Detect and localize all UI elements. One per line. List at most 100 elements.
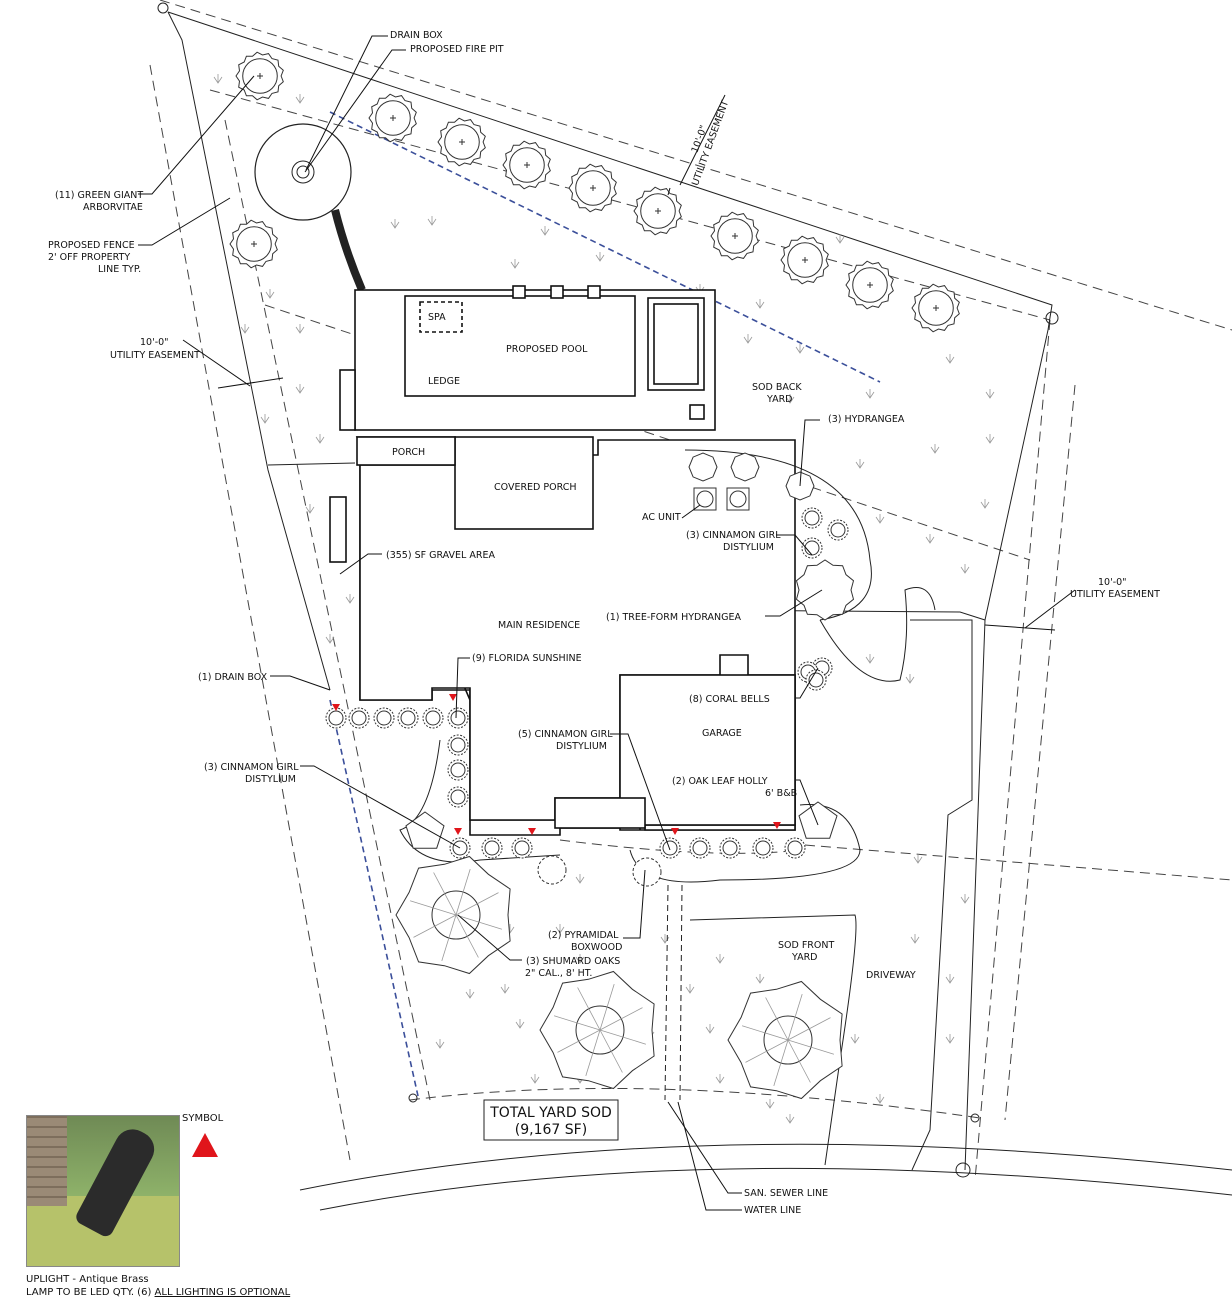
sod-mark-43 (660, 934, 670, 944)
label-porch: PORCH (392, 447, 425, 458)
legend-lamp: LAMP TO BE LED QTY. (6) (26, 1287, 152, 1298)
drain-line (329, 111, 881, 1097)
sod-mark-21 (855, 459, 865, 469)
arborvitae-7 (633, 186, 682, 236)
label-oak-leaf-2: 6' B&B (765, 788, 797, 799)
label-tree-form: (1) TREE-FORM HYDRANGEA (606, 612, 742, 623)
sod-mark-32 (905, 674, 915, 684)
uplight-markers (332, 694, 781, 835)
sod-mark-19 (960, 564, 970, 574)
uplight-marker-1 (332, 704, 340, 711)
shrub-7 (447, 734, 469, 756)
label-coral-bells: (8) CORAL BELLS (689, 694, 770, 705)
label-easement-right-sub: UTILITY EASEMENT (1070, 589, 1160, 600)
shrub-19 (801, 507, 823, 529)
label-fence-2: 2' OFF PROPERTY (48, 252, 130, 263)
label-fence-1: PROPOSED FENCE (48, 240, 135, 251)
sod-mark-15 (930, 444, 940, 454)
label-drain-box-top: DRAIN BOX (390, 30, 443, 41)
shrub-5 (422, 707, 444, 729)
shrub-11 (481, 837, 503, 859)
sod-mark-23 (743, 334, 753, 344)
arborvitae-3 (368, 93, 417, 143)
shrub-12 (511, 837, 533, 859)
label-sod-front-2: YARD (791, 952, 817, 963)
house (329, 436, 796, 836)
label-sod-back-2: YARD (766, 394, 792, 405)
sod-mark-57 (960, 894, 970, 904)
sod-mark-37 (515, 1019, 525, 1029)
tree-form-hydrangea (795, 559, 855, 621)
arborvitae-2 (229, 219, 278, 269)
sod-mark-28 (345, 594, 355, 604)
label-cinnamon-right-1: (3) CINNAMON GIRL (686, 530, 781, 541)
pool-deck (339, 285, 716, 431)
label-covered-porch: COVERED PORCH (494, 482, 577, 493)
sod-mark-49 (715, 1074, 725, 1084)
label-easement-left: 10'-0" (140, 337, 169, 348)
boxwood-2 (632, 857, 662, 887)
sod-mark-24 (265, 289, 275, 299)
sod-mark-26 (295, 384, 305, 394)
legend-lamp-line: LAMP TO BE LED QTY. (6) ALL LIGHTING IS … (26, 1287, 290, 1298)
shrub-24 (805, 669, 827, 691)
sod-mark-46 (755, 974, 765, 984)
sod-mark-51 (785, 1114, 795, 1124)
sod-mark-54 (945, 1034, 955, 1044)
shrub-17 (752, 837, 774, 859)
shrub-15 (689, 837, 711, 859)
label-water: WATER LINE (744, 1205, 801, 1216)
label-easement-left-sub: UTILITY EASEMENT (110, 350, 200, 361)
sod-mark-53 (875, 1094, 885, 1104)
sod-mark-10 (835, 234, 845, 244)
arborvitae-4 (437, 117, 486, 167)
shrub-2 (348, 707, 370, 729)
label-shumard-1: (3) SHUMARD OAKS (526, 956, 620, 967)
shrubs (325, 452, 855, 887)
label-sod-back-1: SOD BACK (752, 382, 802, 393)
label-shumard-2: 2" CAL., 8' HT. (525, 968, 592, 979)
label-main-residence: MAIN RESIDENCE (498, 620, 580, 631)
label-cinnamon-mid-2: DISTYLIUM (556, 741, 607, 752)
shrub-1 (325, 707, 347, 729)
sod-mark-34 (555, 924, 565, 934)
label-garage: GARAGE (702, 728, 742, 739)
label-cinnamon-mid-1: (5) CINNAMON GIRL (518, 729, 613, 740)
label-green-giant-1: (11) GREEN GIANT (55, 190, 143, 201)
sod-mark-61 (305, 504, 315, 514)
sod-mark-22 (785, 394, 795, 404)
label-cinnamon-right-2: DISTYLIUM (723, 542, 774, 553)
label-cinnamon-left-1: (3) CINNAMON GIRL (204, 762, 299, 773)
shrub-20 (827, 519, 849, 541)
label-pyramidal-1: (2) PYRAMIDAL (548, 930, 619, 941)
shrub-14 (659, 837, 681, 859)
label-spa: SPA (428, 312, 446, 323)
sod-mark-33 (575, 874, 585, 884)
sod-mark-27 (260, 414, 270, 424)
sod-mark-18 (980, 499, 990, 509)
plan-labels: DRAIN BOX PROPOSED FIRE PIT 10'-0" UTILI… (48, 30, 1160, 1216)
label-ledge: LEDGE (428, 376, 460, 387)
label-cinnamon-left-2: DISTYLIUM (245, 774, 296, 785)
sod-mark-44 (715, 954, 725, 964)
sod-mark-6 (595, 252, 605, 262)
sod-mark-17 (875, 514, 885, 524)
sod-mark-41 (530, 1074, 540, 1084)
sod-mark-3 (427, 216, 437, 226)
sod-mark-56 (910, 934, 920, 944)
label-fire-pit: PROPOSED FIRE PIT (410, 44, 504, 55)
sod-mark-5 (510, 259, 520, 269)
sod-mark-45 (685, 984, 695, 994)
sod-mark-12 (865, 389, 875, 399)
sod-mark-16 (985, 434, 995, 444)
label-florida: (9) FLORIDA SUNSHINE (472, 653, 582, 664)
leader-lines (138, 35, 1076, 1211)
shrub-4 (397, 707, 419, 729)
uplight-marker-5 (671, 828, 679, 835)
sod-mark-30 (240, 324, 250, 334)
ac-unit-1 (693, 487, 717, 511)
legend-uplight: UPLIGHT - Antique Brass (26, 1274, 149, 1285)
sod-mark-58 (913, 854, 923, 864)
sod-mark-52 (850, 1034, 860, 1044)
